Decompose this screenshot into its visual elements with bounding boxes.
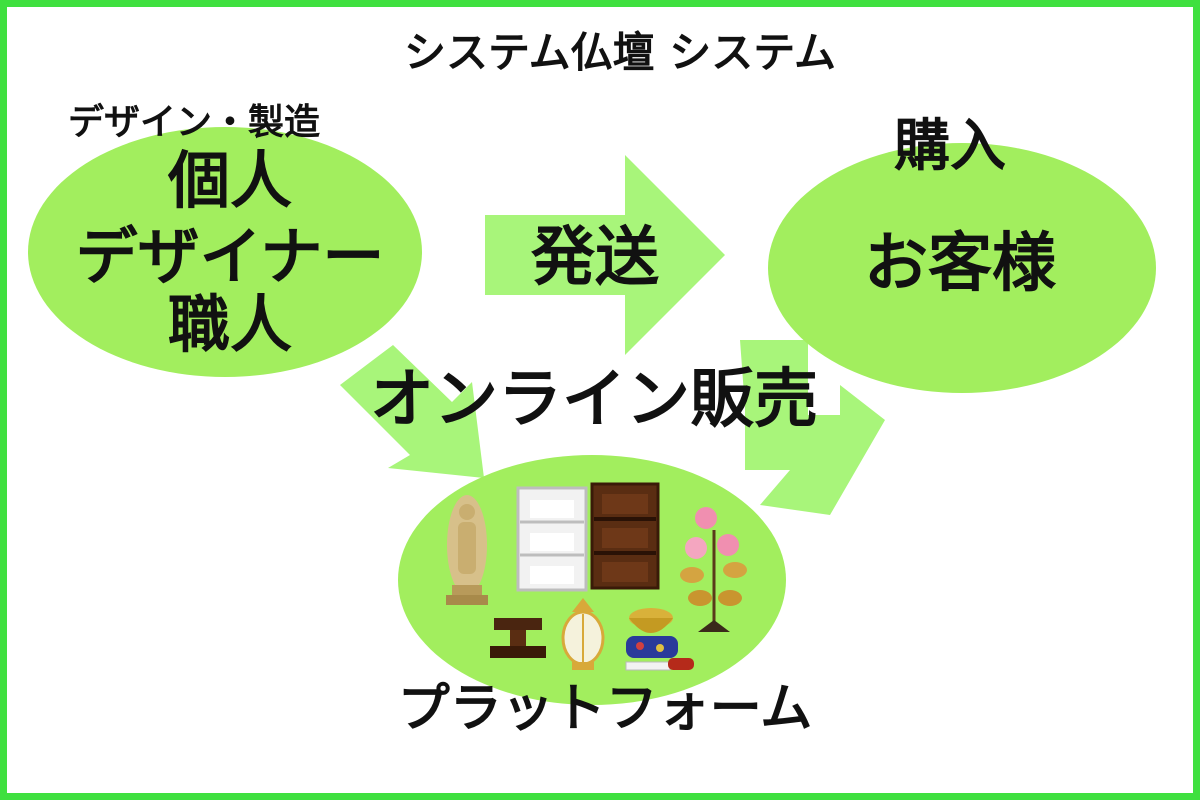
customer-label: お客様 xyxy=(864,226,1056,301)
online-sales-label: オンライン販売 xyxy=(370,362,818,437)
singing-bowl-icon xyxy=(626,608,678,658)
purchase-caption: 購入 xyxy=(894,113,1006,179)
maker-label-designer: デザイナー xyxy=(75,220,385,293)
lantern-icon xyxy=(561,598,605,670)
maker-label-craftsman: 職人 xyxy=(167,288,292,361)
maker-label-individual: 個人 xyxy=(167,144,292,217)
customer-ellipse xyxy=(768,143,1156,393)
maker-to-platform-arrow xyxy=(340,345,484,478)
white-shelf-icon xyxy=(516,486,588,592)
shipping-label: 発送 xyxy=(531,220,659,295)
customer-to-platform-arrow xyxy=(740,340,885,515)
maker-ellipse xyxy=(28,127,422,377)
maker-caption: デザイン・製造 xyxy=(68,101,321,143)
diagram-title: システム仏壇 システム xyxy=(403,28,837,77)
buddha-statue-icon xyxy=(446,495,488,605)
platform-label: プラットフォーム xyxy=(397,678,813,739)
lotus-flower-icon xyxy=(680,507,747,632)
wooden-shelf-icon xyxy=(590,482,660,590)
bell-striker-icon xyxy=(625,658,694,671)
shipping-arrow xyxy=(485,155,725,355)
incense-stand-icon xyxy=(490,618,546,658)
